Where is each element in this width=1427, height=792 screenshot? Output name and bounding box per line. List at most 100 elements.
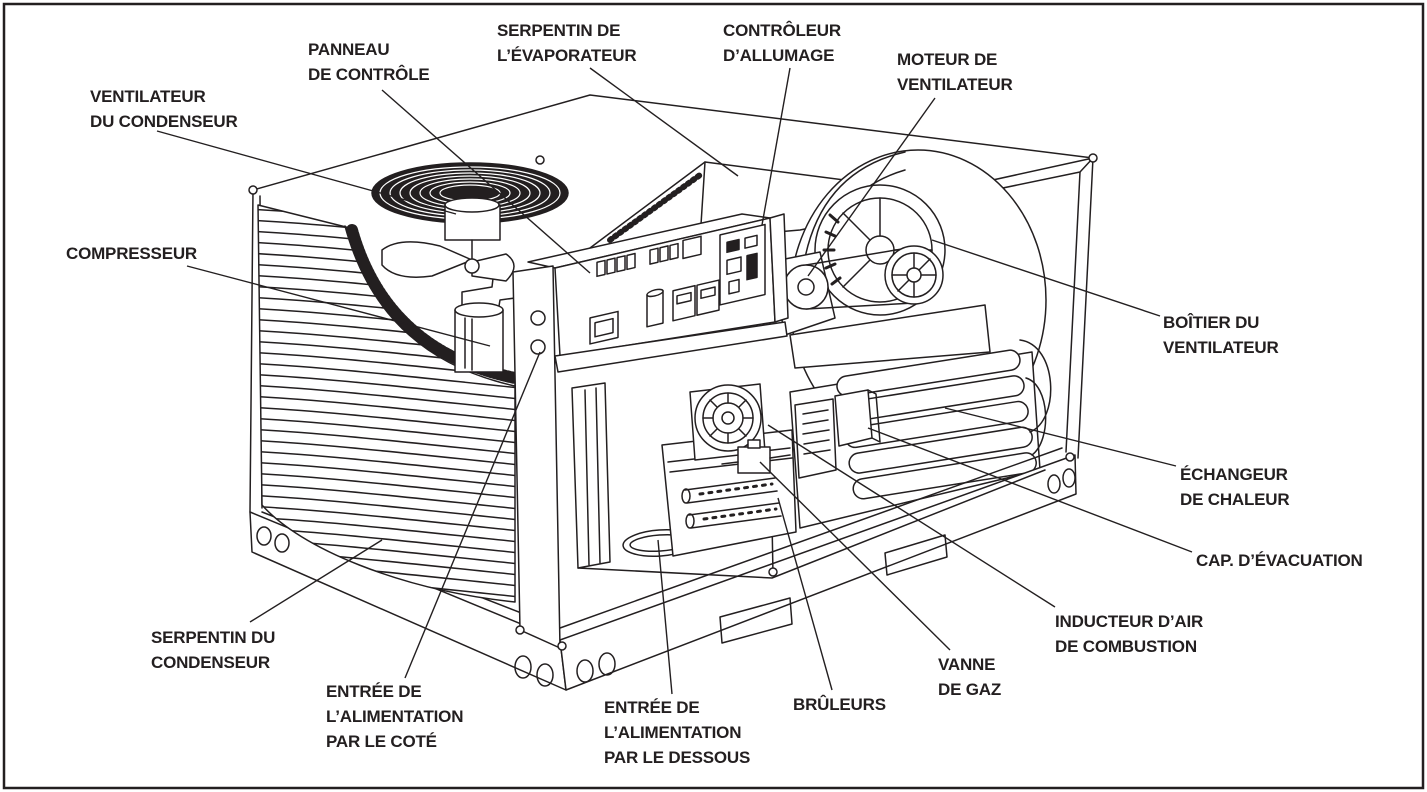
label-line: CONDENSEUR (151, 653, 270, 672)
side-entry-hole (530, 339, 546, 355)
label-line: PAR LE COTÉ (326, 732, 437, 751)
label-line: BOÎTIER DU (1163, 313, 1260, 332)
evaporator-fins (607, 172, 703, 243)
label-exhaust-cap: CAP. D’ÉVACUATION (1196, 548, 1363, 573)
base-hole (256, 526, 272, 546)
label-line: L’ALIMENTATION (326, 707, 464, 726)
control-panel (527, 213, 789, 373)
corner-bolt (768, 567, 778, 577)
label-line: MOTEUR DE (897, 50, 998, 69)
heat-exchanger-tube (848, 426, 1033, 474)
compressor (454, 269, 516, 373)
fan-motor-top (444, 197, 500, 213)
base-hole (1062, 468, 1076, 488)
leader-line-combustion-inducer (767, 424, 1056, 608)
ignition-board-chip (726, 238, 740, 254)
label-line: ENTRÉE DE (604, 698, 700, 717)
base-front-face (559, 454, 1077, 691)
corner-bolt (557, 641, 567, 651)
vestibule-slits (802, 409, 831, 455)
compressor-shading (464, 317, 473, 371)
control-panel-shelf (554, 321, 788, 373)
label-line: VENTILATEUR (897, 75, 1013, 94)
leader-line-condenser-fan (156, 130, 457, 215)
leader-line-compressor (186, 265, 491, 347)
leader-line-burners (777, 497, 833, 691)
fan-blade (381, 241, 473, 278)
burner-tube (684, 477, 778, 504)
combustion-inducer (689, 383, 766, 461)
coil-fin-line (258, 406, 515, 434)
interior-wall-ribs (584, 387, 601, 566)
label-line: DE CONTRÔLE (308, 65, 430, 84)
vestibule-panel (794, 398, 837, 479)
motor-pulley-hub (797, 278, 815, 296)
coil-fin-line (258, 516, 515, 544)
burner-tube (688, 502, 782, 529)
label-line: COMPRESSEUR (66, 244, 197, 263)
label-compressor: COMPRESSEUR (66, 241, 197, 266)
label-condenser-coil: SERPENTIN DU CONDENSEUR (151, 625, 275, 675)
coil-fin-line (258, 472, 515, 500)
ignition-board-chip (746, 252, 758, 281)
base-slot (719, 597, 793, 644)
fan-hub (464, 258, 480, 274)
leader-line-heat-exchanger (944, 407, 1177, 467)
leader-line-condenser-coil (249, 539, 383, 623)
terminal-block (626, 252, 636, 271)
cabinet-top-edge (252, 94, 1094, 191)
corner-bolt (1065, 452, 1075, 462)
corner-bolts (248, 153, 1098, 651)
blower-deck (789, 304, 991, 369)
contactor (696, 279, 720, 316)
heat-exchanger-tubes (836, 349, 1037, 500)
terminal-block (606, 257, 616, 275)
heat-exchanger (789, 339, 1052, 529)
cabinet-right-post (1077, 157, 1094, 459)
base-hole (536, 663, 554, 687)
label-evaporator-coil: SERPENTIN DE L’ÉVAPORATEUR (497, 18, 637, 68)
capacitor-top (646, 288, 664, 298)
leader-line-bottom-entry (657, 539, 673, 695)
coil-fin-line (258, 395, 515, 423)
label-combustion-inducer: INDUCTEUR D’AIR DE COMBUSTION (1055, 609, 1203, 659)
motor-pulley (783, 264, 829, 310)
leader-line-exhaust-cap (867, 427, 1193, 553)
heat-exchanger-tube (836, 349, 1021, 397)
coil-fin-line (258, 439, 515, 467)
blower-pulley-spokes (891, 252, 937, 298)
gas-valve-knob (747, 439, 761, 449)
condenser-coil-cut-line (344, 225, 516, 387)
label-line: BRÛLEURS (793, 695, 886, 714)
terminal-block (669, 242, 679, 261)
label-line: ENTRÉE DE (326, 682, 422, 701)
coil-fin-line (258, 505, 515, 533)
contactor-terminals (700, 286, 716, 300)
leader-lines (156, 67, 1193, 695)
label-line: DE COMBUSTION (1055, 637, 1197, 656)
label-line: SERPENTIN DE (497, 21, 621, 40)
label-side-power-entry: ENTRÉE DE L’ALIMENTATION PAR LE COTÉ (326, 679, 463, 754)
contactor-terminals (676, 291, 692, 305)
label-line: L’ALIMENTATION (604, 723, 742, 742)
coil-fin-line (258, 417, 515, 445)
label-blower-housing: BOÎTIER DU VENTILATEUR (1163, 310, 1279, 360)
base-slot (884, 534, 948, 576)
terminal-block (659, 245, 669, 263)
coil-fin-line (258, 494, 515, 522)
burner-tube-end (681, 488, 691, 504)
inducer-hub (721, 411, 735, 425)
label-line: PAR LE DESSOUS (604, 748, 751, 767)
exhaust-cap (834, 389, 873, 447)
control-panel-components (589, 223, 766, 345)
corner-bolt (248, 185, 258, 195)
front-post-body (512, 265, 561, 649)
label-line: L’ÉVAPORATEUR (497, 46, 637, 65)
label-line: INDUCTEUR D’AIR (1055, 612, 1204, 631)
front-post (512, 265, 561, 649)
contactor (672, 284, 696, 322)
compressor-body (454, 309, 504, 373)
gas-valve-pipe (721, 454, 791, 465)
terminal-block (616, 255, 626, 273)
